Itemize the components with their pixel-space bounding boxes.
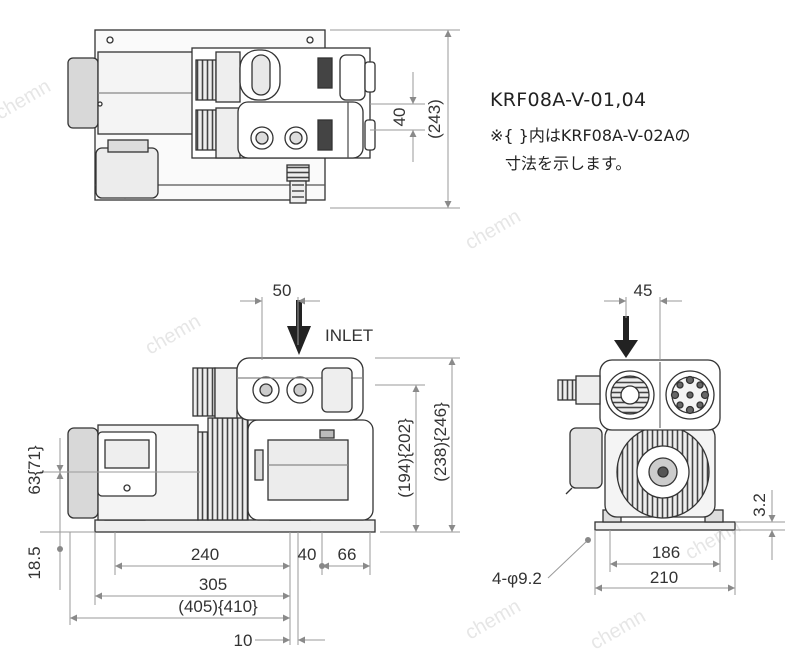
dim-238-246: (238){246} bbox=[431, 402, 450, 482]
inlet-arrow bbox=[287, 300, 311, 355]
dim-186: 186 bbox=[652, 543, 680, 562]
hole-point bbox=[585, 537, 591, 543]
watermark-5: chemn bbox=[462, 205, 525, 254]
dim-10: 10 bbox=[234, 631, 253, 650]
dim-243: (243) bbox=[425, 99, 444, 139]
top-view-dims bbox=[330, 29, 460, 209]
side-inlet-arrow bbox=[614, 316, 638, 358]
dim-305: 305 bbox=[199, 575, 227, 594]
front-view bbox=[67, 357, 376, 533]
note-line-1: ※{ }内はKRF08A-V-02Aの bbox=[490, 126, 691, 145]
watermark-3: chemn bbox=[142, 310, 205, 359]
inlet-label: INLET bbox=[325, 326, 373, 345]
top-view bbox=[67, 29, 376, 204]
dim-18-5: 18.5 bbox=[25, 546, 44, 579]
dim-hole: 4-φ9.2 bbox=[492, 569, 542, 588]
dim-point-left bbox=[57, 546, 63, 552]
dim-50: 50 bbox=[273, 281, 292, 300]
dim-45: 45 bbox=[634, 281, 653, 300]
dim-210: 210 bbox=[650, 568, 678, 587]
dim-40-front: 40 bbox=[298, 545, 317, 564]
side-view bbox=[557, 359, 736, 531]
dim-40-top: 40 bbox=[390, 108, 409, 127]
note-line-2: 寸法を示します。 bbox=[505, 154, 632, 173]
model-label: KRF08A-V-01,04 bbox=[490, 89, 647, 111]
dim-63-71: 63{71} bbox=[25, 445, 44, 494]
side-view-dims bbox=[547, 297, 785, 595]
watermark-1: chemn bbox=[0, 75, 54, 124]
dim-194-202: (194){202} bbox=[395, 418, 414, 498]
dim-point-bottom bbox=[319, 563, 325, 569]
dim-240: 240 bbox=[191, 545, 219, 564]
dim-405-410: (405){410} bbox=[178, 597, 258, 616]
watermark-6: chemn bbox=[462, 595, 525, 644]
watermark-7: chemn bbox=[587, 605, 650, 654]
dim-66: 66 bbox=[338, 545, 357, 564]
dim-3-2: 3.2 bbox=[750, 493, 769, 517]
